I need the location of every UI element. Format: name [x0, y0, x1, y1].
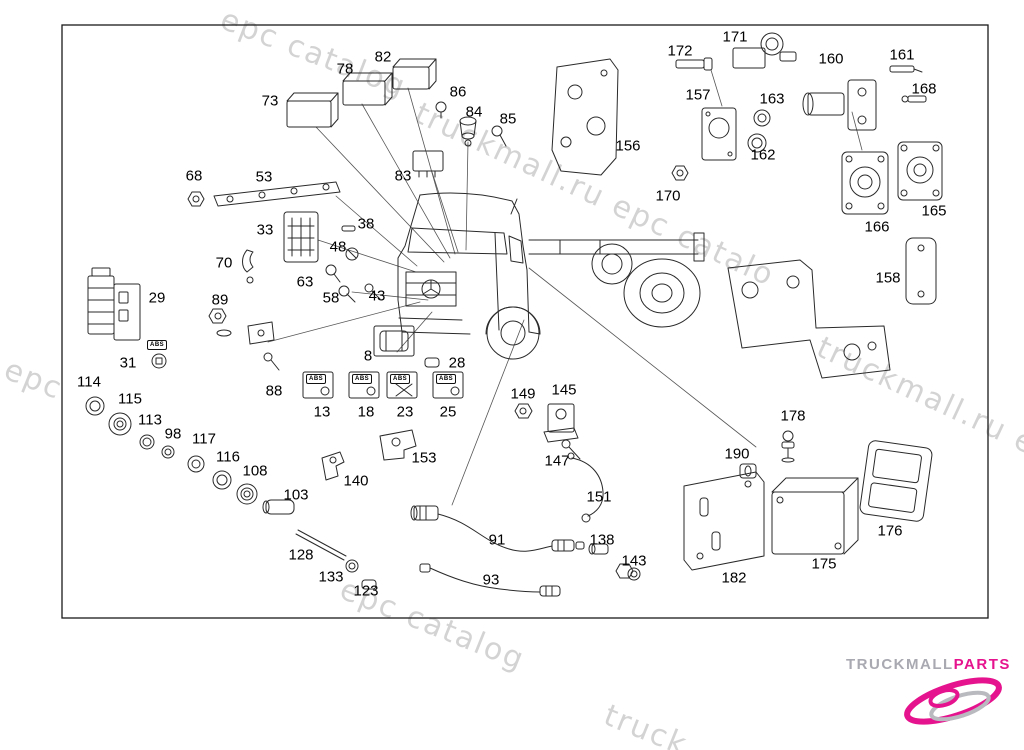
mount-bracket-156-drawing [551, 58, 619, 176]
diagram-frame-border [61, 24, 989, 619]
flange-plates-drawing [841, 141, 943, 215]
small-fasteners-drawing [208, 225, 381, 371]
switch-29-drawing [87, 267, 141, 341]
plate-33-drawing [283, 211, 319, 263]
abs-marker-31-drawing [151, 353, 167, 369]
sensor-cables-drawing [410, 505, 641, 597]
frame-plate-176-drawing [859, 440, 933, 522]
seal-chain-drawing [85, 396, 377, 590]
logo-text-secondary: PARTS [953, 656, 1011, 673]
gasket-158-drawing [905, 237, 937, 305]
sensor-160-drawing [802, 65, 927, 131]
bracket-155-drawing [727, 259, 891, 379]
relay-parts-drawing [286, 58, 444, 178]
sensor-bracket-drawing [514, 403, 604, 523]
plate-182-drawing [683, 471, 765, 571]
logo-text-primary: TRUCKMALL [846, 656, 954, 673]
abs-switches-drawing [302, 371, 464, 399]
truck-cab-drawing [397, 192, 541, 360]
valve-assembly-drawing [671, 32, 797, 181]
grommet-bolt-drawing [739, 430, 795, 479]
switch-8-drawing [373, 325, 440, 368]
chassis-drawing [528, 232, 705, 328]
brand-logo: TRUCKMALLPARTS [846, 656, 1021, 735]
leader-lines [267, 69, 863, 506]
ecu-175-drawing [771, 477, 859, 555]
logo-swirl-icon [904, 677, 1002, 725]
valve-parts-drawing [435, 101, 507, 147]
logo-text: TRUCKMALLPARTS [846, 656, 1021, 673]
clip-brackets-drawing [321, 429, 417, 481]
strip-53-drawing [187, 181, 341, 207]
